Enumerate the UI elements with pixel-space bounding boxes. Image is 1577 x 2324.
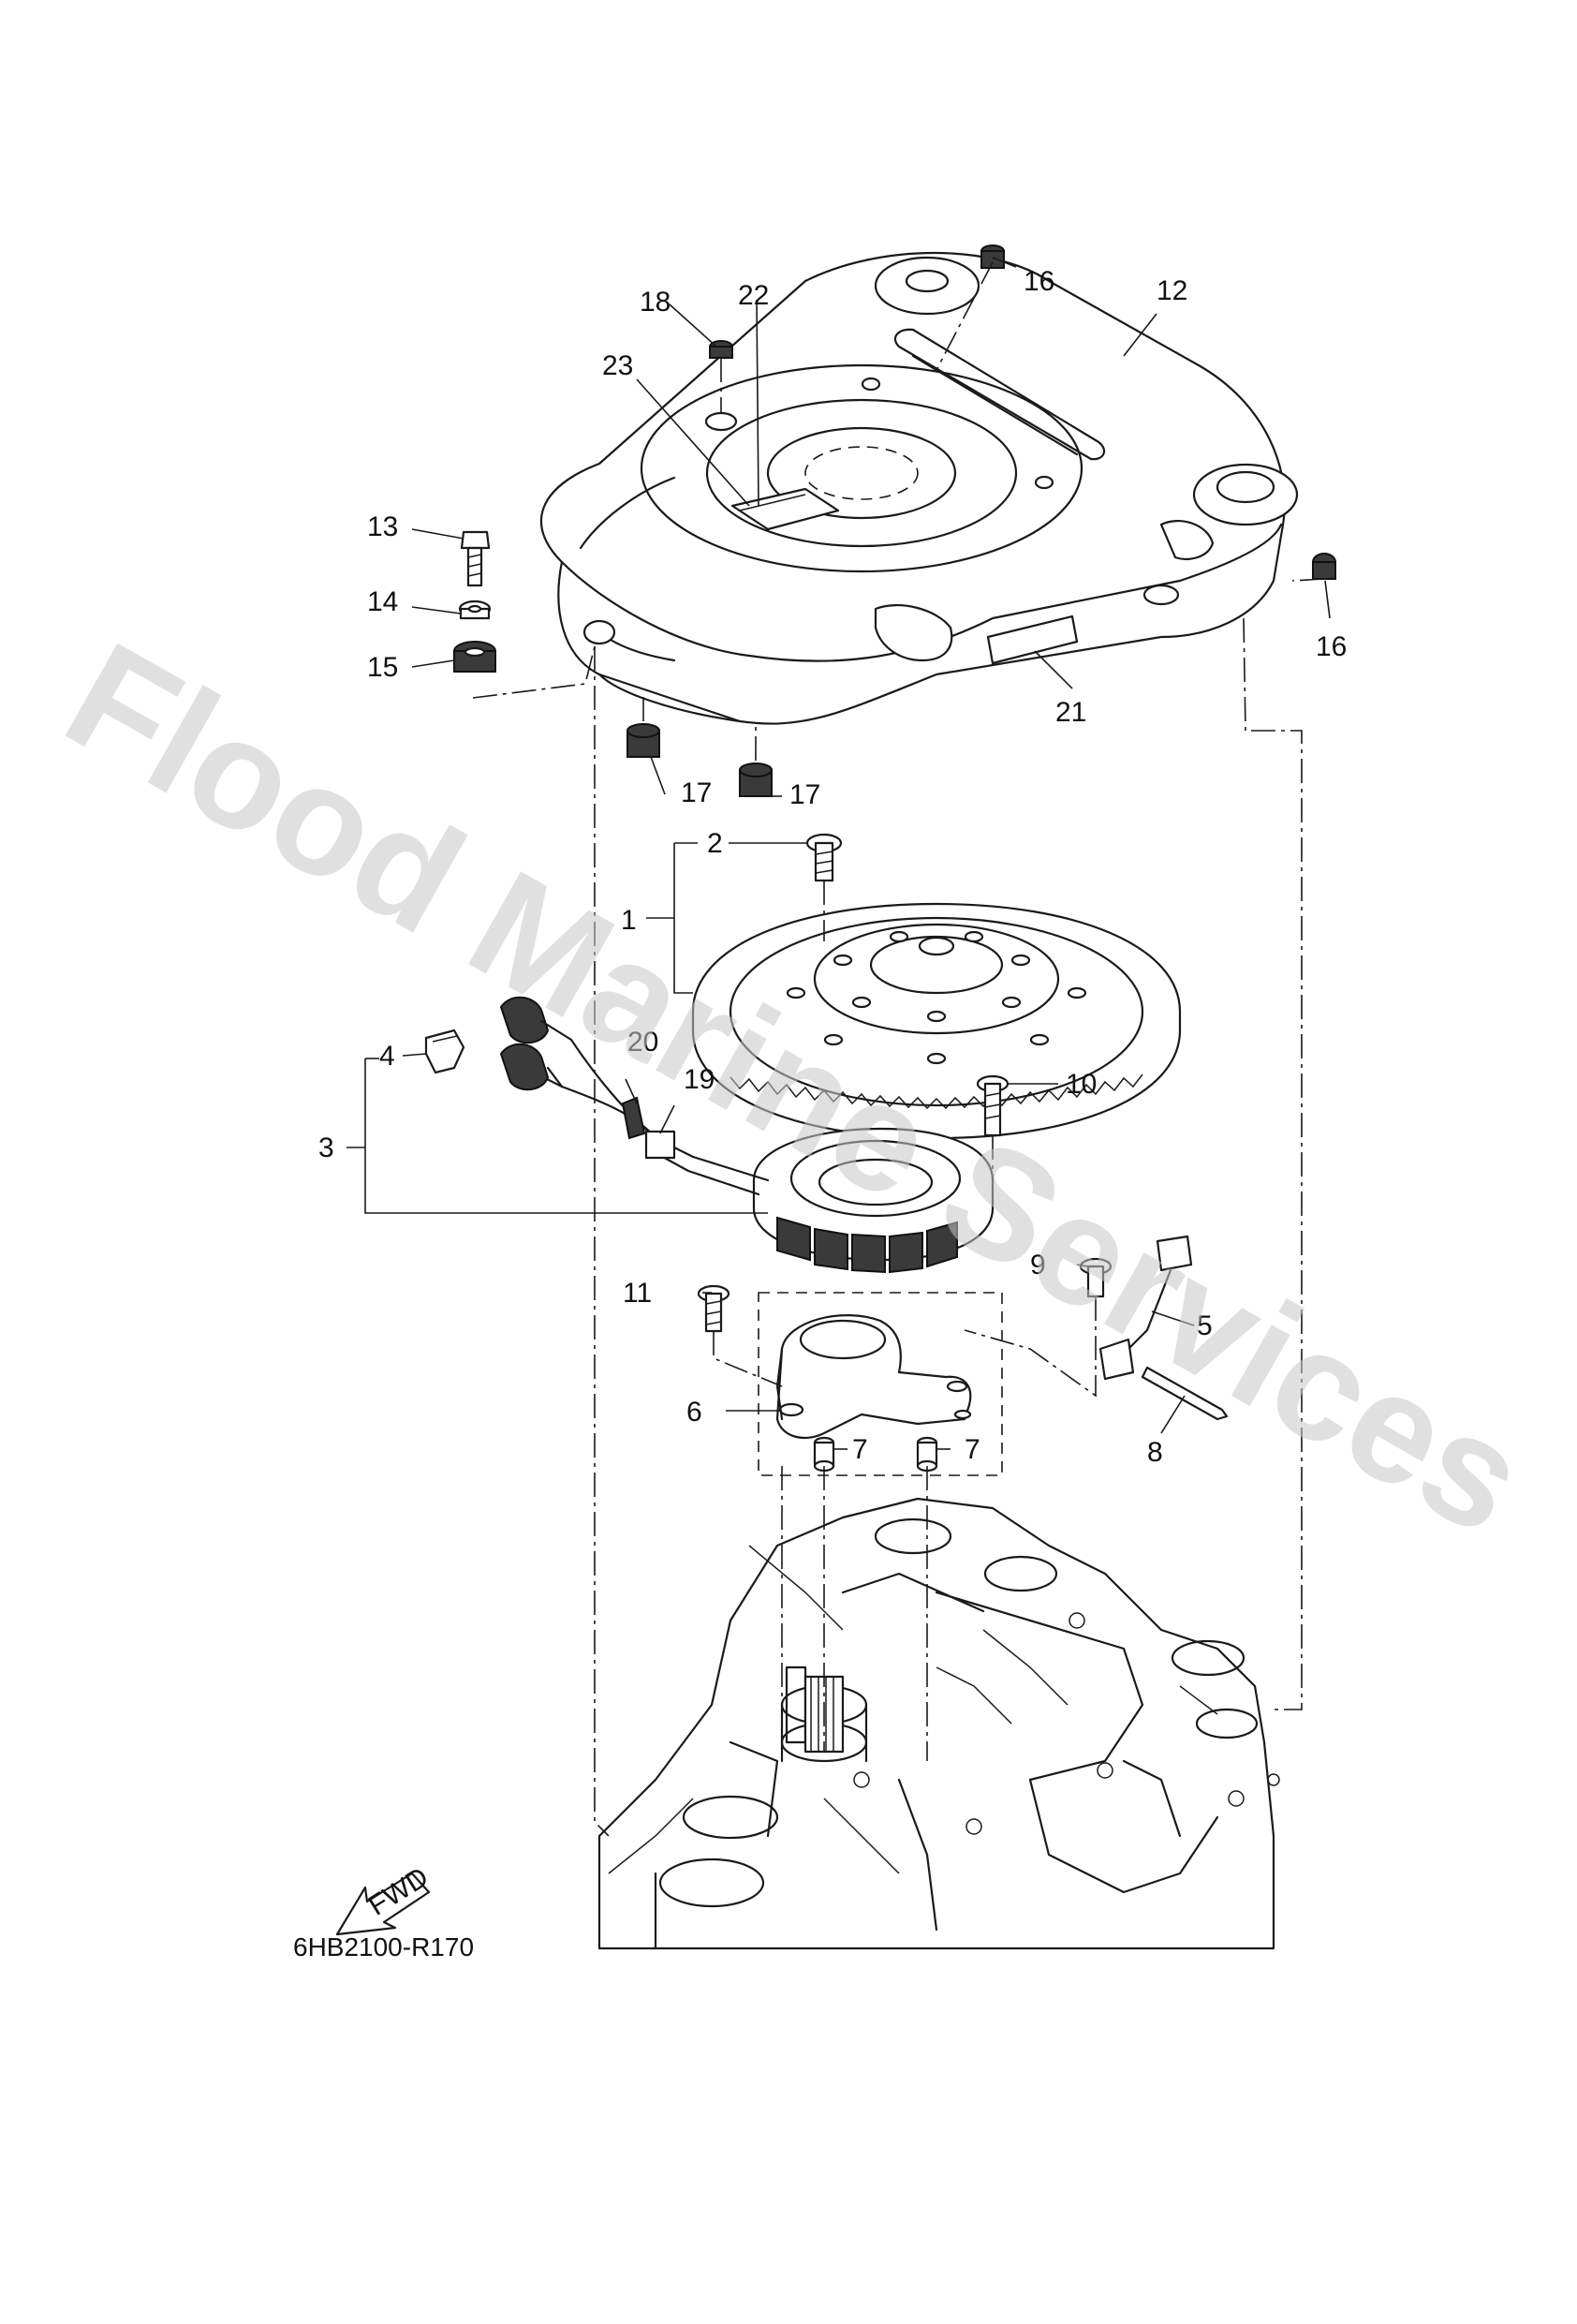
flywheel-cover[interactable] [539,252,1299,725]
grommet-17-right[interactable] [739,762,773,797]
callout-labels: 1 2 3 4 5 6 7 7 8 9 10 11 12 13 14 15 16… [318,266,1347,1468]
callout-18: 18 [640,287,671,318]
washer-14[interactable] [458,600,492,620]
callout-14: 14 [367,586,398,617]
alignment-lines [346,261,1325,1837]
callout-22: 22 [738,280,769,311]
callout-16-side: 16 [1316,631,1347,662]
cap-18[interactable] [709,340,733,359]
callout-7-right: 7 [965,1434,980,1465]
callout-9: 9 [1030,1250,1046,1280]
clip-4[interactable] [424,1029,465,1074]
grommet-15[interactable] [453,641,496,673]
callout-11: 11 [623,1278,652,1309]
callout-17-left: 17 [681,777,712,808]
clamp-20[interactable] [621,1096,646,1140]
sensor-bracket-6[interactable] [775,1314,972,1440]
cable-tie-8[interactable] [1141,1366,1229,1421]
grommet-17-left[interactable] [626,723,660,758]
bolt-13[interactable] [460,530,491,587]
diagram-code: 6HB2100-R170 [293,1932,474,1961]
callout-12: 12 [1157,275,1187,306]
callout-3: 3 [318,1132,334,1163]
callout-2: 2 [707,828,723,859]
callout-21: 21 [1055,697,1086,728]
callout-5: 5 [1197,1310,1213,1341]
dowel-7-right[interactable] [916,1436,938,1473]
bolt-9[interactable] [1079,1257,1113,1298]
fwd-arrow-icon: FWD [335,1861,434,1936]
callout-10: 10 [1066,1069,1097,1100]
flywheel-assembly[interactable] [691,902,1182,1140]
callout-8: 8 [1147,1437,1163,1468]
engine-block [597,1497,1280,1950]
callout-16-top: 16 [1024,266,1054,297]
sensor-5[interactable] [1098,1235,1193,1381]
grommet-16-side[interactable] [1312,553,1336,580]
stator-assembly[interactable] [541,1038,995,1274]
callout-20: 20 [627,1027,658,1058]
callout-19: 19 [684,1064,715,1095]
callout-13: 13 [367,511,398,542]
callout-17-right: 17 [789,779,820,810]
callout-4: 4 [379,1041,395,1072]
callout-6: 6 [686,1397,702,1428]
callout-7-left: 7 [852,1434,868,1465]
callout-15: 15 [367,652,398,683]
grommet-19[interactable] [644,1130,676,1160]
leader-lines [402,257,1331,1450]
connector-3-harness[interactable] [499,996,573,1091]
bolt-2[interactable] [805,833,843,941]
dowel-7-left[interactable] [813,1436,835,1473]
callout-1: 1 [621,905,637,936]
grommet-16-top[interactable] [980,244,1005,269]
callout-23: 23 [602,350,633,381]
